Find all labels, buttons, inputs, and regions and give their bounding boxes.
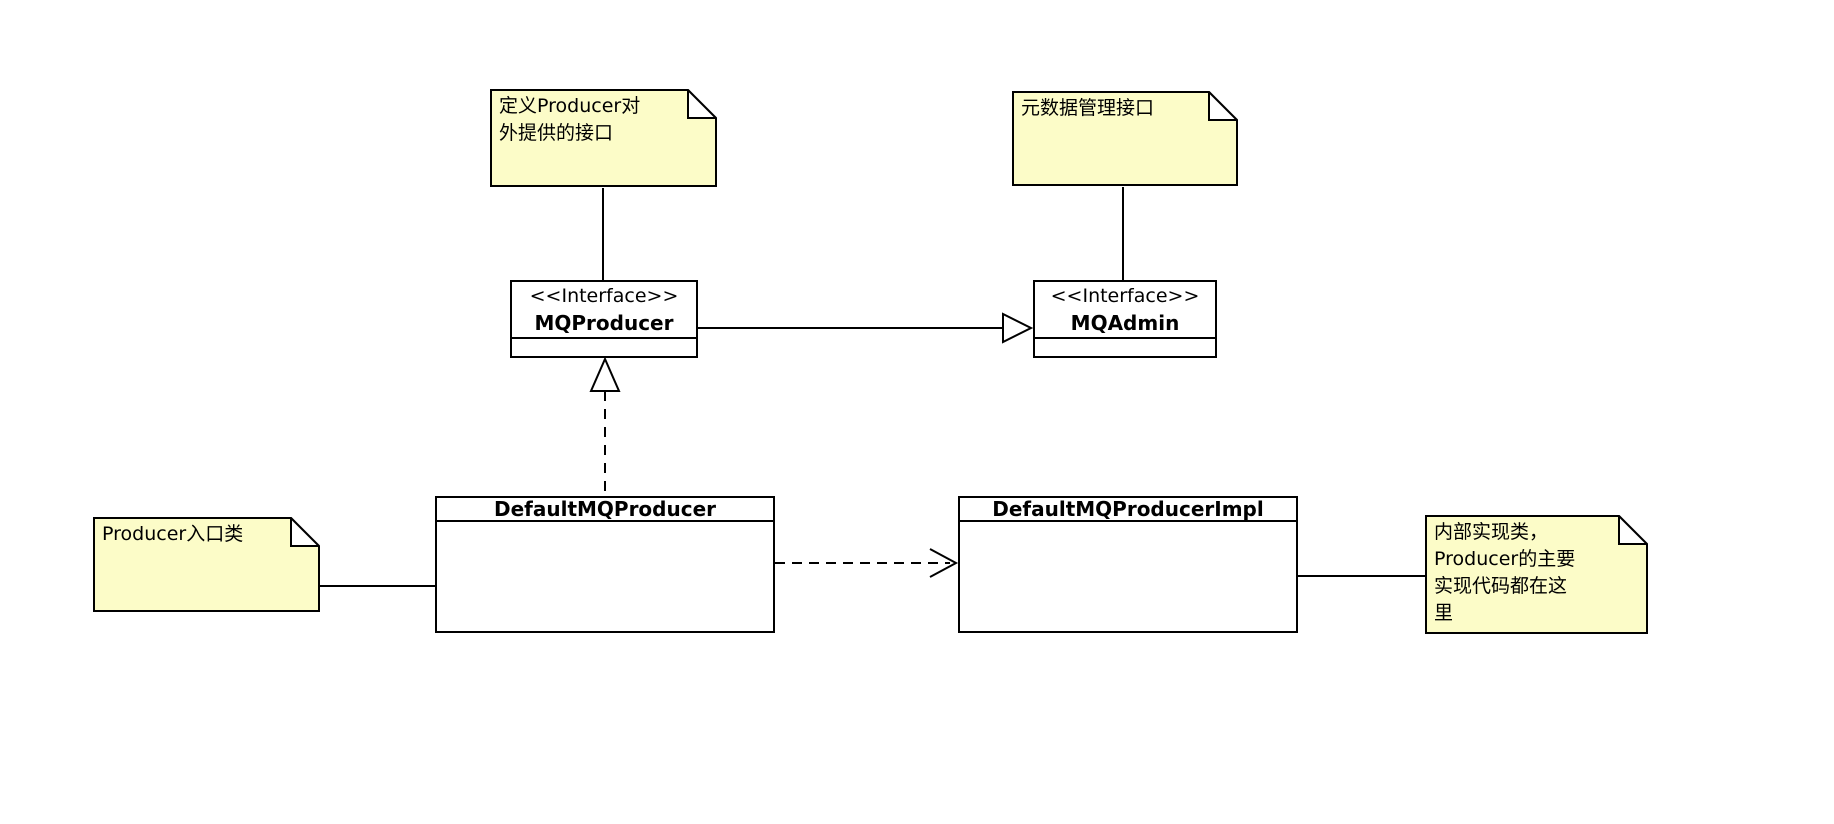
note-text: 定义Producer对 外提供的接口 xyxy=(499,95,641,144)
note-shape xyxy=(93,517,320,612)
note-shape xyxy=(1012,91,1238,186)
note-producer-api: 定义Producer对 外提供的接口 xyxy=(490,89,717,188)
class-name: DefaultMQProducer xyxy=(493,497,717,521)
note-text: 内部实现类， Producer的主要 实现代码都在这 里 xyxy=(1434,521,1576,624)
class-mqadmin: <<Interface>> MQAdmin xyxy=(1033,280,1217,358)
note-text: Producer入口类 xyxy=(102,523,244,545)
note-shape xyxy=(490,89,717,187)
class-name: MQProducer xyxy=(534,311,674,335)
class-header: DefaultMQProducerImpl xyxy=(960,498,1296,522)
note-metadata: 元数据管理接口 xyxy=(1012,91,1238,187)
class-name: DefaultMQProducerImpl xyxy=(992,497,1264,521)
note-shape xyxy=(1425,515,1648,634)
stereotype-label: <<Interface>> xyxy=(529,285,679,307)
note-text: 元数据管理接口 xyxy=(1021,97,1155,119)
realization-arrowhead-icon xyxy=(589,356,621,392)
class-header: DefaultMQProducer xyxy=(437,498,773,522)
note-fold-icon xyxy=(290,517,320,547)
note-fold-icon xyxy=(1208,91,1238,121)
note-fold-icon xyxy=(687,89,717,119)
note-impl-detail: 内部实现类， Producer的主要 实现代码都在这 里 xyxy=(1425,515,1648,635)
class-defaultmqproducer: DefaultMQProducer xyxy=(435,496,775,633)
note-fold-icon xyxy=(1618,515,1648,545)
note-producer-entry: Producer入口类 xyxy=(93,517,320,613)
class-defaultmqproducerimpl: DefaultMQProducerImpl xyxy=(958,496,1298,633)
class-mqproducer: <<Interface>> MQProducer xyxy=(510,280,698,358)
generalization-arrowhead-icon xyxy=(1002,312,1034,344)
stereotype-label: <<Interface>> xyxy=(1050,285,1200,307)
class-header: <<Interface>> MQAdmin xyxy=(1035,282,1215,339)
class-header: <<Interface>> MQProducer xyxy=(512,282,696,339)
dependency-arrowhead-icon xyxy=(929,548,959,578)
class-name: MQAdmin xyxy=(1070,311,1180,335)
